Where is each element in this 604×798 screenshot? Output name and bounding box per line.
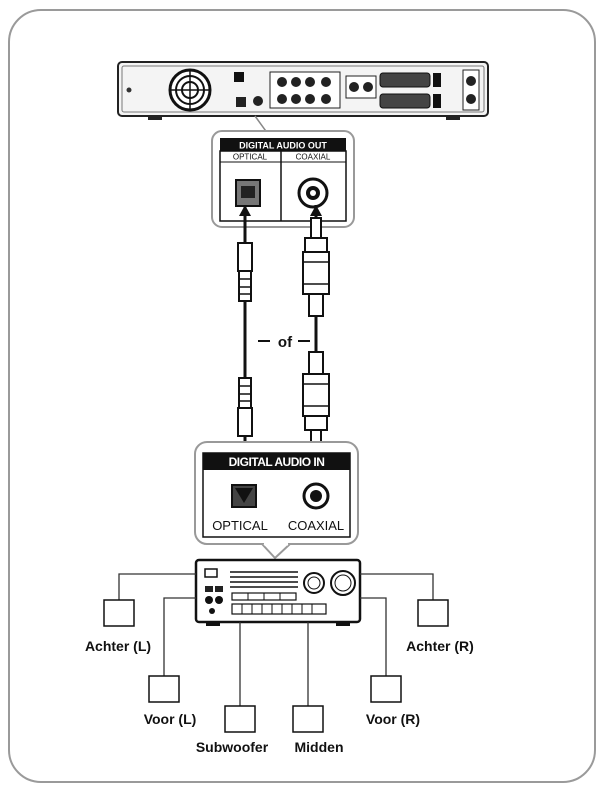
dvd-player-rear	[117, 61, 489, 120]
speaker-rear-right	[417, 599, 449, 627]
volume-knob-icon	[303, 570, 356, 596]
digital-audio-in-panel: DIGITAL AUDIO IN OPTICAL COAXIAL	[194, 441, 359, 560]
speaker-front-left	[148, 675, 180, 703]
digital-audio-out-panel: DIGITAL AUDIO OUT OPTICAL COAXIAL	[211, 130, 355, 228]
label-front-right: Voor (R)	[366, 711, 420, 727]
label-front-left: Voor (L)	[144, 711, 197, 727]
speaker-wiring	[118, 573, 434, 706]
speaker-subwoofer	[224, 705, 256, 733]
label-rear-left: Achter (L)	[85, 638, 151, 654]
player-coaxial-label: COAXIAL	[296, 153, 331, 162]
av-receiver	[194, 558, 362, 626]
player-optical-label: OPTICAL	[233, 153, 268, 162]
label-rear-right: Achter (R)	[406, 638, 474, 654]
fan-icon	[168, 68, 212, 112]
speaker-rear-left	[103, 599, 135, 627]
scart-connectors	[379, 72, 441, 109]
label-subwoofer: Subwoofer	[196, 739, 269, 755]
receiver-coaxial-port-icon	[302, 482, 330, 510]
optical-cable	[237, 205, 253, 492]
digital-audio-in-header: DIGITAL AUDIO IN	[229, 455, 325, 469]
coaxial-cable	[302, 205, 330, 492]
av-jacks	[269, 71, 377, 109]
coaxial-port-icon	[297, 177, 329, 209]
digital-audio-out-header: DIGITAL AUDIO OUT	[239, 141, 327, 151]
label-center: Midden	[295, 739, 344, 755]
receiver-optical-label: OPTICAL	[212, 518, 268, 533]
speaker-center	[292, 705, 324, 733]
or-label: of	[278, 334, 293, 351]
receiver-optical-port-icon	[231, 484, 257, 508]
optical-port-icon	[235, 179, 261, 207]
receiver-coaxial-label: COAXIAL	[288, 518, 344, 533]
speaker-front-right	[370, 675, 402, 703]
